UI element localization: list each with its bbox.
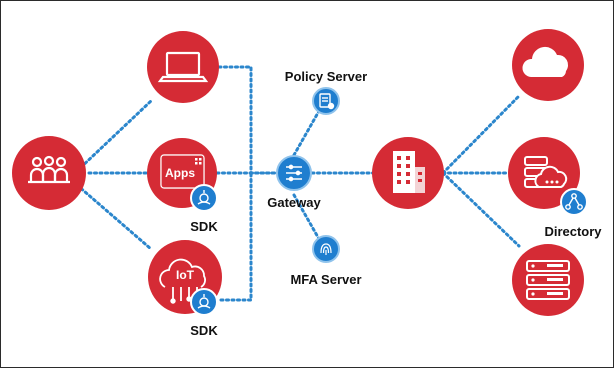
laptop-icon — [157, 51, 209, 83]
users-icon — [28, 155, 70, 184]
apps-node: Apps — [147, 138, 218, 212]
connector-laptop-gateway — [217, 65, 278, 175]
apps-badge-label: Apps — [165, 166, 195, 180]
sdk-iot-icon — [190, 288, 218, 316]
connector-users-laptop — [75, 99, 153, 173]
mfa-server-node — [312, 235, 340, 263]
connector-building-server — [441, 171, 521, 248]
iot-badge-label: IoT — [176, 268, 195, 282]
connector-iot-gateway — [219, 171, 253, 302]
policy-server-node — [312, 87, 340, 115]
sync-cloud-icon — [534, 165, 568, 188]
connectors — [75, 65, 521, 302]
connector-gateway-mfa — [292, 193, 321, 241]
directory-label: Directory — [544, 224, 602, 239]
iot-node: IoT — [148, 240, 222, 316]
policy-server-label: Policy Server — [285, 69, 367, 84]
server-node — [512, 244, 584, 316]
apps-icon — [160, 154, 205, 189]
apps-grid-icon — [195, 158, 202, 165]
mfa-fingerprint-icon — [320, 243, 332, 255]
users-node — [12, 136, 86, 210]
building-icon — [393, 151, 425, 193]
connector-gateway-policy — [292, 109, 321, 157]
sdk-iot-label: SDK — [190, 323, 218, 338]
gateway-icon — [286, 164, 302, 182]
sdk-apps-label: SDK — [190, 219, 218, 234]
policy-server-icon — [319, 93, 335, 110]
gateway-node — [276, 155, 312, 191]
laptop-node — [147, 31, 219, 103]
directory-node — [508, 137, 588, 216]
connector-building-cloud — [441, 94, 521, 175]
server-rack-icon — [526, 260, 570, 300]
sdk-apps-icon — [190, 184, 218, 212]
connector-users-iot — [75, 183, 153, 251]
gateway-label: Gateway — [267, 195, 321, 210]
mfa-server-label: MFA Server — [290, 272, 361, 287]
directory-icon — [560, 188, 588, 216]
cloud-node — [512, 29, 584, 101]
cloud-icon — [522, 46, 569, 77]
building-node — [372, 137, 444, 209]
